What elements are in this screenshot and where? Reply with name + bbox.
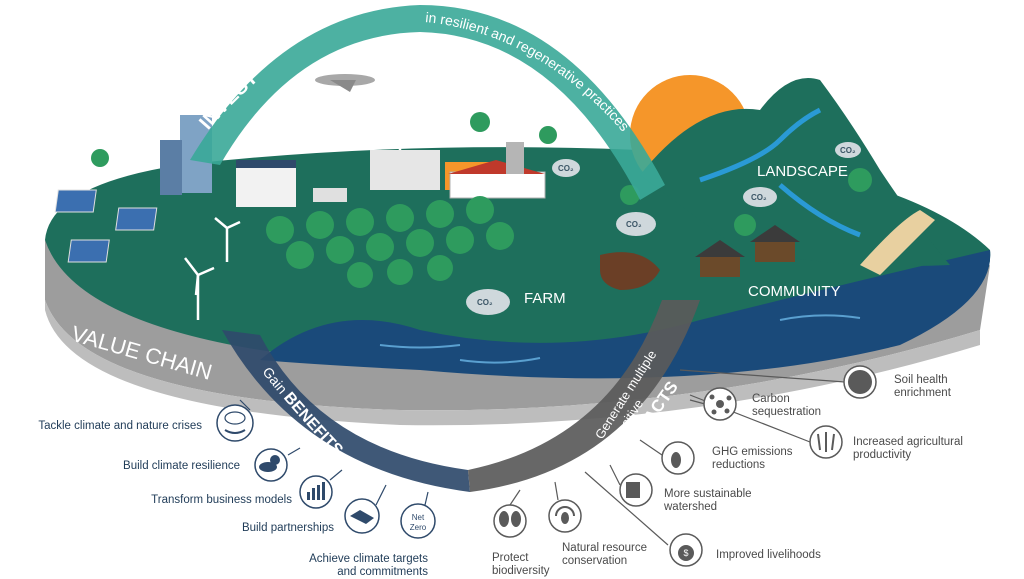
benefit-label-climate-resilience: Build climate resilience bbox=[123, 460, 240, 472]
svg-text:Net: Net bbox=[412, 513, 425, 522]
benefit-label-tackle-climate: Tackle climate and nature crises bbox=[38, 420, 202, 432]
farm-label: FARM bbox=[524, 290, 566, 307]
svg-text:$: $ bbox=[683, 548, 688, 558]
climate-crisis-icon bbox=[216, 404, 254, 442]
wheat-icon bbox=[809, 425, 843, 459]
farm-trees bbox=[91, 112, 872, 288]
soil-icon bbox=[843, 365, 877, 399]
carbon-molecule-icon bbox=[703, 387, 737, 421]
co2-cloud-icon: CO₂ bbox=[616, 212, 656, 236]
svg-text:CO₂: CO₂ bbox=[751, 193, 767, 202]
impact-connectors bbox=[509, 369, 846, 546]
co2-cloud-icon: CO₂ bbox=[466, 289, 510, 315]
impact-label-livelihoods: Improved livelihoods bbox=[716, 549, 821, 561]
benefits-arc bbox=[222, 330, 470, 492]
waterfall-icon bbox=[619, 473, 653, 507]
landscape-label: LANDSCAPE bbox=[757, 163, 848, 180]
wind-turbine-icon bbox=[184, 131, 411, 320]
svg-text:CO₂: CO₂ bbox=[840, 146, 856, 155]
benefit-label-business-models: Transform business models bbox=[151, 494, 292, 506]
money-bag-icon: $ bbox=[669, 533, 703, 567]
impacts-arc bbox=[468, 300, 700, 492]
butterfly-icon bbox=[493, 504, 527, 538]
footprint-icon bbox=[661, 441, 695, 475]
mountain bbox=[640, 78, 950, 266]
community-houses bbox=[695, 225, 800, 277]
airplane-icon bbox=[315, 74, 375, 92]
city-buildings bbox=[160, 115, 546, 207]
weather-icon bbox=[254, 448, 288, 482]
solar-panels-icon bbox=[54, 189, 158, 263]
svg-text:CO₂: CO₂ bbox=[626, 220, 642, 229]
mud-patch bbox=[600, 252, 660, 290]
handshake-icon bbox=[344, 498, 380, 534]
svg-text:CO₂: CO₂ bbox=[477, 298, 493, 307]
recycle-leaf-icon bbox=[548, 499, 582, 533]
community-label: COMMUNITY bbox=[748, 283, 841, 300]
co2-cloud-icon: CO₂ bbox=[552, 159, 580, 177]
beach bbox=[860, 210, 935, 275]
invest-arc bbox=[190, 5, 665, 200]
co2-cloud-icon: CO₂ bbox=[835, 142, 861, 158]
svg-text:Zero: Zero bbox=[410, 523, 427, 532]
net-zero-icon: Net Zero bbox=[400, 503, 436, 539]
co2-cloud-icon: CO₂ bbox=[743, 187, 777, 207]
benefit-connectors bbox=[239, 399, 429, 506]
benefit-label-partnerships: Build partnerships bbox=[241, 522, 334, 534]
bar-chart-icon bbox=[299, 475, 333, 509]
svg-text:CO₂: CO₂ bbox=[558, 164, 574, 173]
